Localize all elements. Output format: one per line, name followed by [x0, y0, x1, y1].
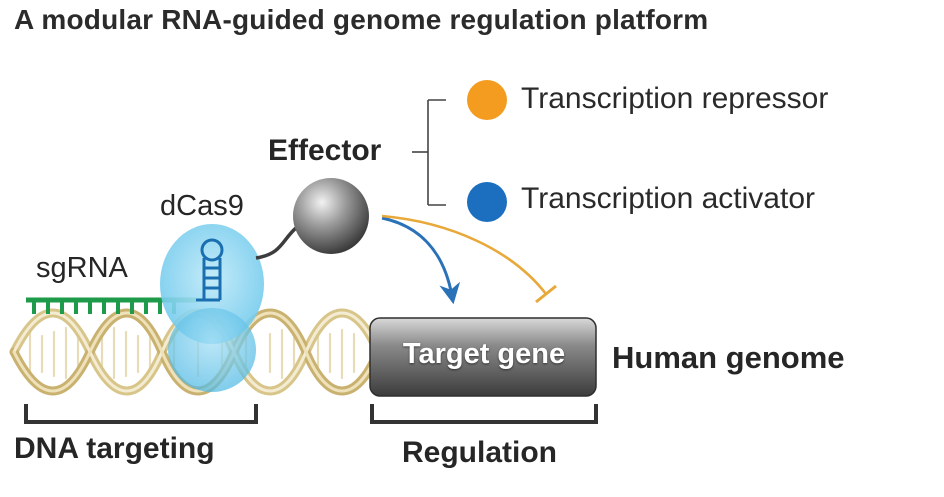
diagram-title: A modular RNA-guided genome regulation p…: [14, 4, 709, 35]
effector-ball: [293, 178, 369, 254]
effector-bracket: [412, 99, 446, 206]
target-gene-box: [369, 317, 597, 397]
regulation-label: Regulation: [402, 436, 557, 469]
activator-dot: [467, 182, 507, 222]
dcas9-label: dCas9: [160, 190, 244, 222]
regulation-bracket: [370, 404, 598, 424]
sgrna-label: sgRNA: [36, 252, 128, 284]
effector-label: Effector: [268, 134, 382, 167]
rna-hairpin-icon: [196, 238, 224, 302]
dna-targeting-bracket: [24, 404, 258, 424]
target-gene-label: Target gene: [402, 338, 566, 370]
repression-line: [381, 214, 557, 304]
effector-linker: [255, 226, 298, 260]
dna-targeting-label: DNA targeting: [14, 432, 215, 465]
activation-arrow: [381, 216, 461, 305]
repressor-label: Transcription repressor: [521, 82, 829, 115]
human-genome-label: Human genome: [612, 340, 845, 375]
repressor-dot: [467, 80, 507, 120]
dcas9-protein: [160, 224, 264, 392]
activator-label: Transcription activator: [521, 182, 815, 215]
